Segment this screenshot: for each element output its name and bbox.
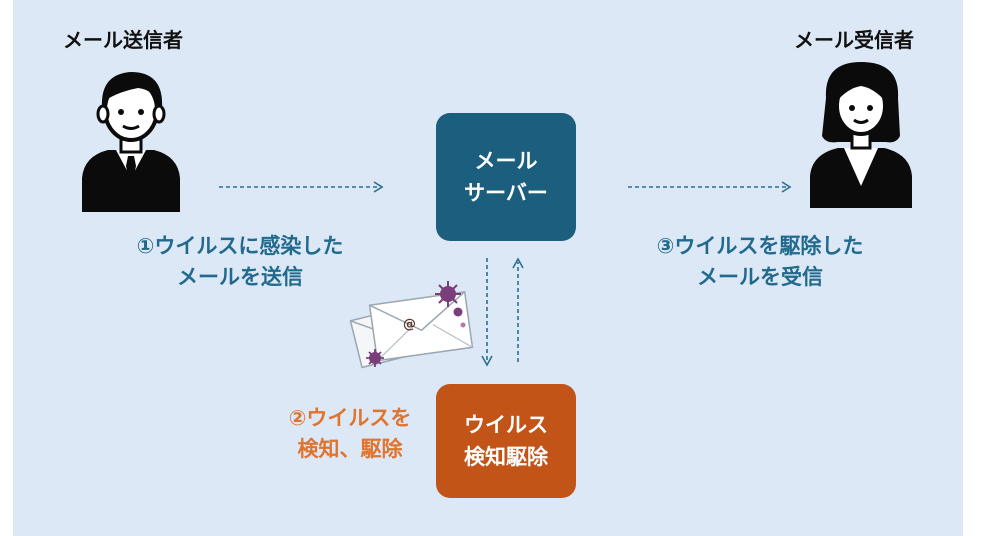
step3-line1: ③ウイルスを駆除した <box>656 234 864 258</box>
businesswoman-icon <box>810 62 912 208</box>
at-symbol: @ <box>403 317 416 332</box>
step3-line2: メールを受信 <box>697 265 823 289</box>
virus-icon <box>453 307 463 317</box>
virus-icon <box>460 322 466 328</box>
infected-email-icon: @ <box>349 281 474 369</box>
step2-line2: 検知、駆除 <box>297 437 403 461</box>
virus-detection-box: ウイルス 検知駆除 <box>436 384 576 498</box>
step2-label: ②ウイルスを 検知、駆除 <box>270 403 430 465</box>
sender-title: メール送信者 <box>63 28 183 52</box>
businessman-icon <box>82 72 180 212</box>
mail-server-label-line1: メール <box>474 149 538 173</box>
virus-icon <box>366 349 384 367</box>
step1-label: ①ウイルスに感染した メールを送信 <box>110 231 370 293</box>
virus-detection-label-line2: 検知駆除 <box>464 445 548 469</box>
step1-line2: メールを送信 <box>177 265 303 289</box>
mail-server-label-line2: サーバー <box>464 181 548 205</box>
virus-icon <box>435 281 461 307</box>
mail-server-box: メール サーバー <box>436 113 576 241</box>
step1-line1: ①ウイルスに感染した <box>136 234 344 258</box>
step3-label: ③ウイルスを駆除した メールを受信 <box>625 231 895 293</box>
virus-detection-label-line1: ウイルス <box>464 413 548 437</box>
receiver-title: メール受信者 <box>794 28 914 52</box>
step2-line1: ②ウイルスを <box>288 406 412 430</box>
